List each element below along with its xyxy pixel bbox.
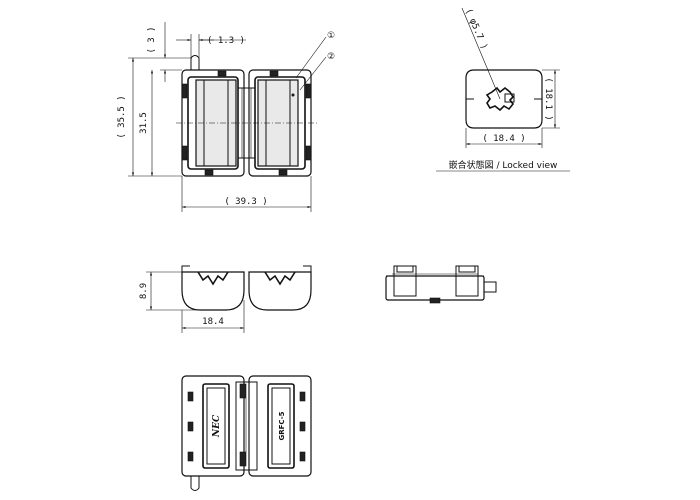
dim-39-3: ( 39.3 ) bbox=[224, 197, 267, 207]
front-view bbox=[176, 55, 318, 177]
logo-marking: NEC bbox=[212, 414, 222, 438]
end-view: 8.9 18.4 bbox=[139, 265, 312, 333]
dim-31-5: 31.5 bbox=[139, 112, 149, 134]
dim-35-5: ( 35.5 ) bbox=[117, 95, 127, 138]
dim-18-4-end: 18.4 bbox=[202, 317, 224, 327]
dim-18-1: ( 18.1 ) bbox=[543, 77, 553, 120]
dim-8-9: 8.9 bbox=[139, 283, 149, 299]
dim-18-4-locked: ( 18.4 ) bbox=[482, 134, 525, 144]
locked-view-caption: 嵌合状態図 / Locked view bbox=[449, 159, 558, 171]
bottom-view: NEC GRFC-5 bbox=[181, 375, 312, 491]
callout-1: ① bbox=[327, 31, 335, 41]
locked-view: ( φ5.7 ) ( 18.1 ) ( 18.4 ) 嵌合状態図 / Locke… bbox=[436, 7, 570, 172]
dim-phi-5-7: ( φ5.7 ) bbox=[463, 7, 489, 51]
side-view bbox=[385, 265, 497, 304]
callout-2: ② bbox=[327, 52, 335, 62]
dim-3: ( 3 ) bbox=[147, 26, 157, 53]
dim-1-3: ( 1.3 ) bbox=[207, 36, 245, 46]
part-number-marking: GRFC-5 bbox=[278, 411, 286, 440]
front-view-dimensions: ( 3 ) ( 1.3 ) ( 35.5 ) 31.5 ( 39.3 ) ① ② bbox=[117, 22, 335, 212]
